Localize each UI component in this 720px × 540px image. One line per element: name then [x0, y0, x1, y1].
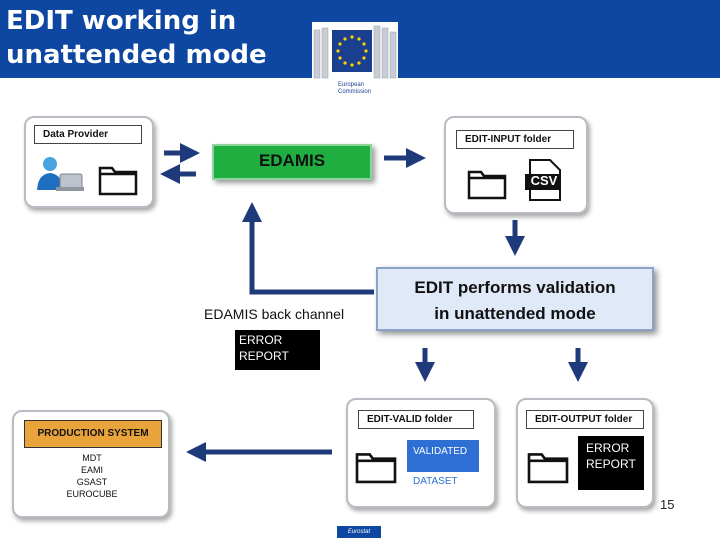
- data-provider-label: Data Provider: [34, 125, 142, 144]
- edit-input-label: EDIT-INPUT folder: [456, 130, 574, 149]
- folder-icon: [354, 446, 398, 489]
- folder-icon: [526, 446, 570, 489]
- edamis-box: EDAMIS: [212, 144, 372, 180]
- ec-logo: [312, 22, 398, 100]
- slide-title: EDIT working in unattended mode: [6, 6, 267, 70]
- validation-box: EDIT performs validation in unattended m…: [376, 267, 654, 331]
- folder-icon: [98, 160, 138, 201]
- edit-output-label: EDIT-OUTPUT folder: [526, 410, 644, 429]
- user-computer-icon: [34, 154, 84, 194]
- dataset-label: DATASET: [413, 476, 458, 487]
- production-system-label: PRODUCTION SYSTEM: [24, 420, 162, 448]
- page-number: 15: [660, 497, 675, 512]
- eurostat-logo: Eurostat: [337, 526, 381, 538]
- backchannel-label: EDAMIS back channel: [204, 306, 345, 322]
- folder-icon: [466, 164, 508, 205]
- arrow-backchannel-to-edamis: [242, 202, 374, 295]
- ec-logo-text: European Commission: [338, 82, 372, 95]
- csv-file-icon: [524, 158, 564, 202]
- csv-file-label: CSV: [530, 173, 558, 188]
- edit-valid-label: EDIT-VALID folder: [358, 410, 474, 429]
- validated-label: VALIDATED: [407, 440, 479, 472]
- output-error-report: ERROR REPORT: [578, 436, 644, 490]
- validated-dataset-card: VALIDATED DATASET: [407, 440, 479, 494]
- backchannel-error-report: ERROR REPORT: [235, 330, 320, 370]
- production-system-list: MDT EAMI GSAST EUROCUBE: [66, 453, 118, 499]
